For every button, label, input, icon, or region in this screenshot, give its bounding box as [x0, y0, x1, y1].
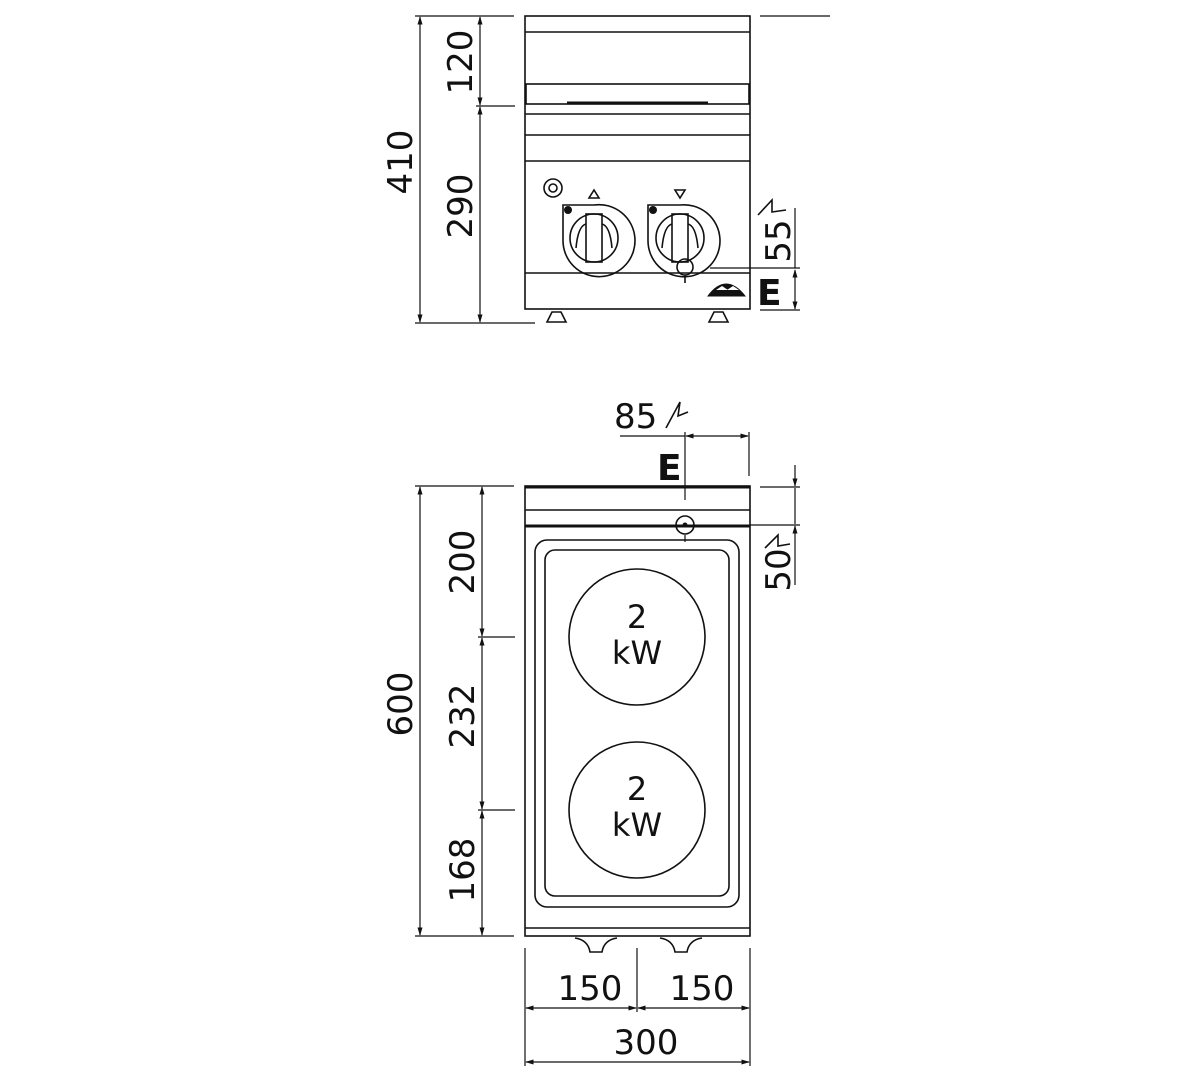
plate-1-unit: kW [612, 634, 662, 672]
dim-electric-offset-x: 85 [614, 397, 657, 437]
dim-electric-offset-y: 50 [759, 548, 799, 591]
dim-depth-segment-2: 232 [443, 684, 483, 749]
triangle-up-icon [587, 188, 601, 199]
dim-depth-segment-3: 168 [443, 838, 483, 903]
electric-label-top: E [657, 448, 682, 489]
hot-plate-1: 2 kW [568, 568, 706, 706]
front-top-edge [525, 83, 750, 105]
hob-tray-outer [534, 539, 740, 908]
dim-total-depth: 600 [381, 672, 421, 737]
dim-total-height: 410 [381, 130, 421, 195]
foot-left [545, 311, 568, 323]
dim-depth-segment-1: 200 [443, 530, 483, 595]
indicator-light-icon [543, 178, 563, 198]
dim-upper-height: 120 [441, 30, 481, 95]
dim-width-segment-1: 150 [558, 969, 623, 1009]
electric-bolt-icon [665, 401, 689, 429]
hob-tray-inner [544, 549, 730, 897]
electric-bolt-icon [764, 533, 791, 549]
hot-plate-2: 2 kW [568, 741, 706, 879]
plate-2-power: 2 [627, 770, 647, 808]
front-view: 410 120 290 55 E [381, 15, 830, 324]
electric-entry-marker [675, 432, 695, 542]
foot-right [707, 311, 730, 323]
electric-bolt-icon [757, 197, 787, 216]
dim-width-segment-2: 150 [670, 969, 735, 1009]
left-knob [562, 188, 636, 278]
foot-rear-left [574, 937, 618, 953]
dim-lower-height: 290 [441, 174, 481, 239]
triangle-down-icon [673, 189, 687, 200]
front-body [524, 15, 751, 310]
right-knob [647, 189, 721, 283]
electric-label-front: E [757, 273, 782, 314]
plate-2-unit: kW [612, 806, 662, 844]
foot-rear-right [659, 937, 703, 953]
plate-1-power: 2 [627, 598, 647, 636]
dim-electric-height: 55 [759, 219, 799, 262]
top-view: 2 kW 2 kW 85 E 50 [381, 397, 800, 1066]
dim-total-width: 300 [614, 1023, 679, 1063]
top-body [524, 485, 751, 937]
